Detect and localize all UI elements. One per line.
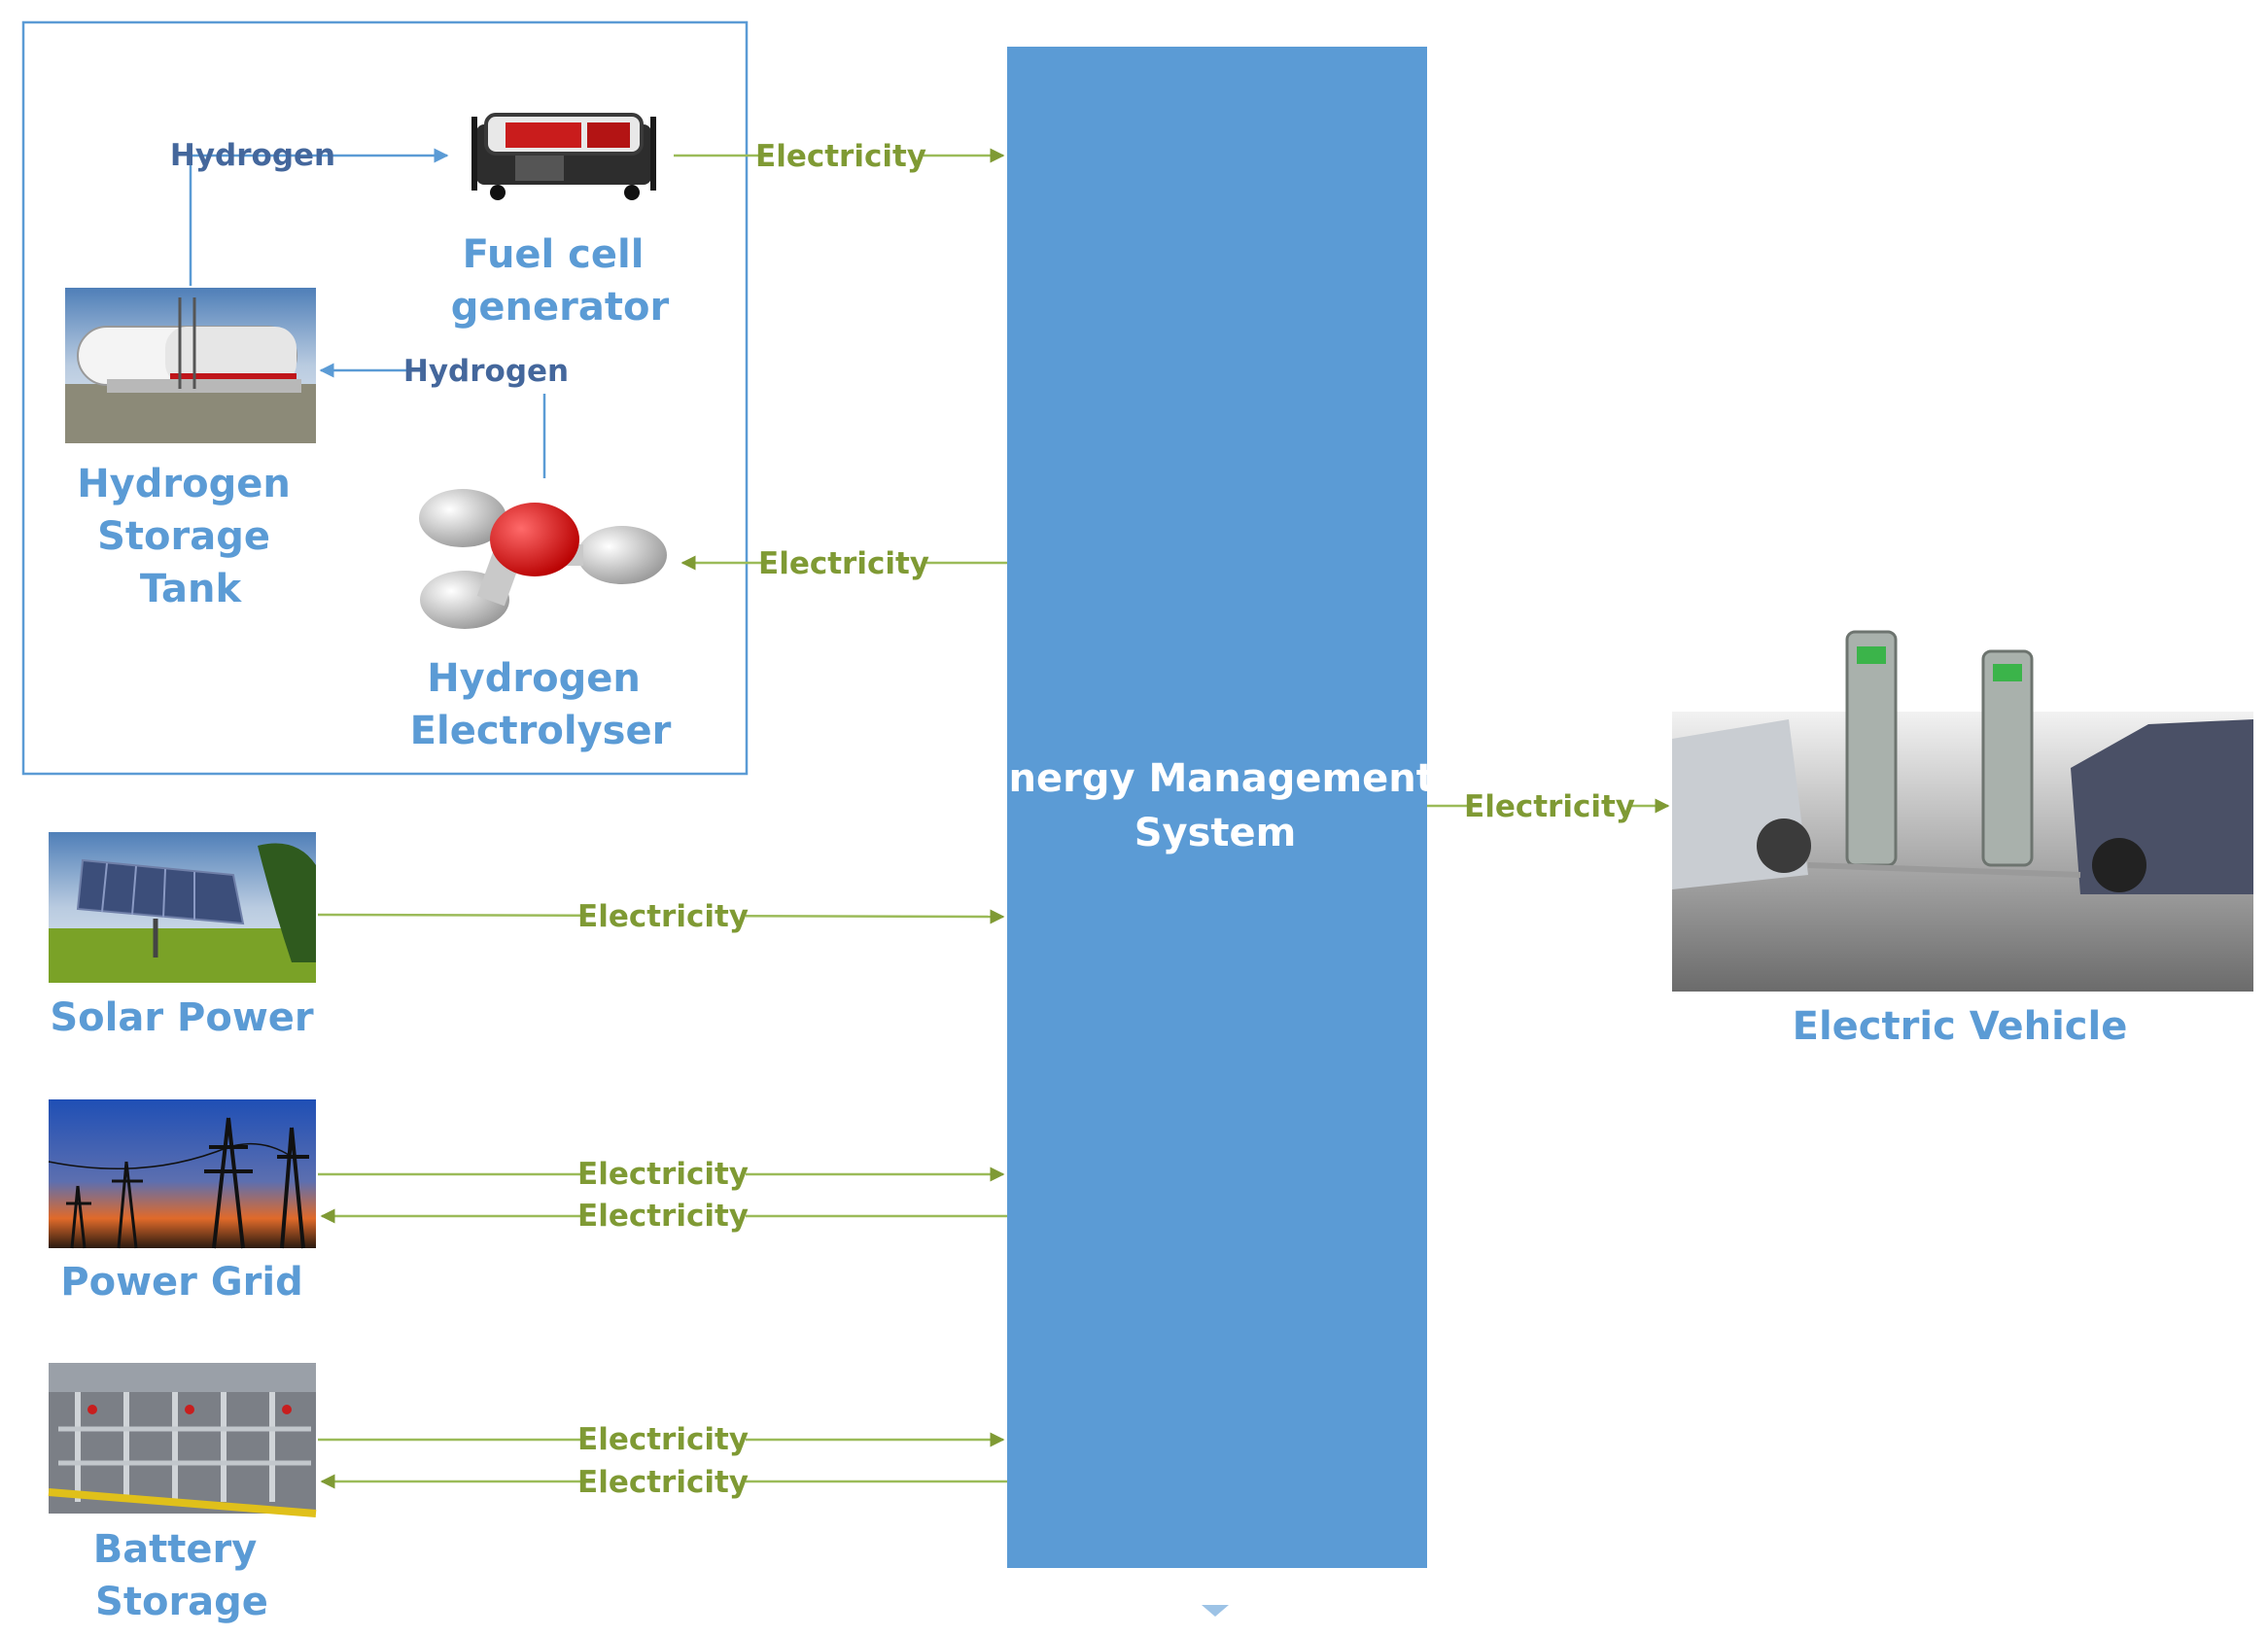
generator-icon [471, 113, 656, 200]
hydrogen-subsystem-box [21, 20, 749, 776]
solar-label: Solar Power [50, 995, 314, 1040]
ems-label: Energy Management System [982, 756, 1448, 855]
hydrogen-tank-icon [65, 288, 316, 443]
water-molecule-icon [419, 489, 667, 629]
storage-tank-label: Hydrogen Storage Tank [77, 462, 304, 611]
ev-charging-icon [1672, 630, 2253, 992]
solar-panel-icon [49, 832, 316, 983]
electricity-label-solar: Electricity [577, 899, 749, 934]
battery-label: Battery Storage [93, 1527, 271, 1624]
electricity-label-ems-to-grid: Electricity [577, 1199, 749, 1234]
hydrogen-line-tank-to-fuelcell [189, 154, 335, 286]
grid-label: Power Grid [60, 1260, 302, 1305]
power-pylon-icon [48, 1099, 316, 1249]
electricity-label-fuelcell: Electricity [755, 139, 926, 174]
electricity-label-ems-to-battery: Electricity [577, 1465, 749, 1500]
electricity-label-electrolyser: Electricity [758, 546, 929, 581]
electricity-label-ev: Electricity [1464, 789, 1635, 824]
electricity-label-battery-to-ems: Electricity [577, 1422, 749, 1457]
ems-dropdown-triangle [1202, 1605, 1229, 1617]
ev-label: Electric Vehicle [1793, 1004, 2128, 1049]
fuel-cell-label: Fuel cell generator [451, 232, 670, 330]
electricity-label-grid-to-ems: Electricity [577, 1157, 749, 1192]
hydrogen-label-to-fuelcell: Hydrogen [170, 138, 335, 173]
hydrogen-label-to-tank: Hydrogen [403, 354, 569, 389]
ems-block [1007, 47, 1427, 1568]
battery-rack-icon [48, 1363, 317, 1517]
electrolyser-label: Hydrogen Electrolyser [410, 656, 672, 753]
